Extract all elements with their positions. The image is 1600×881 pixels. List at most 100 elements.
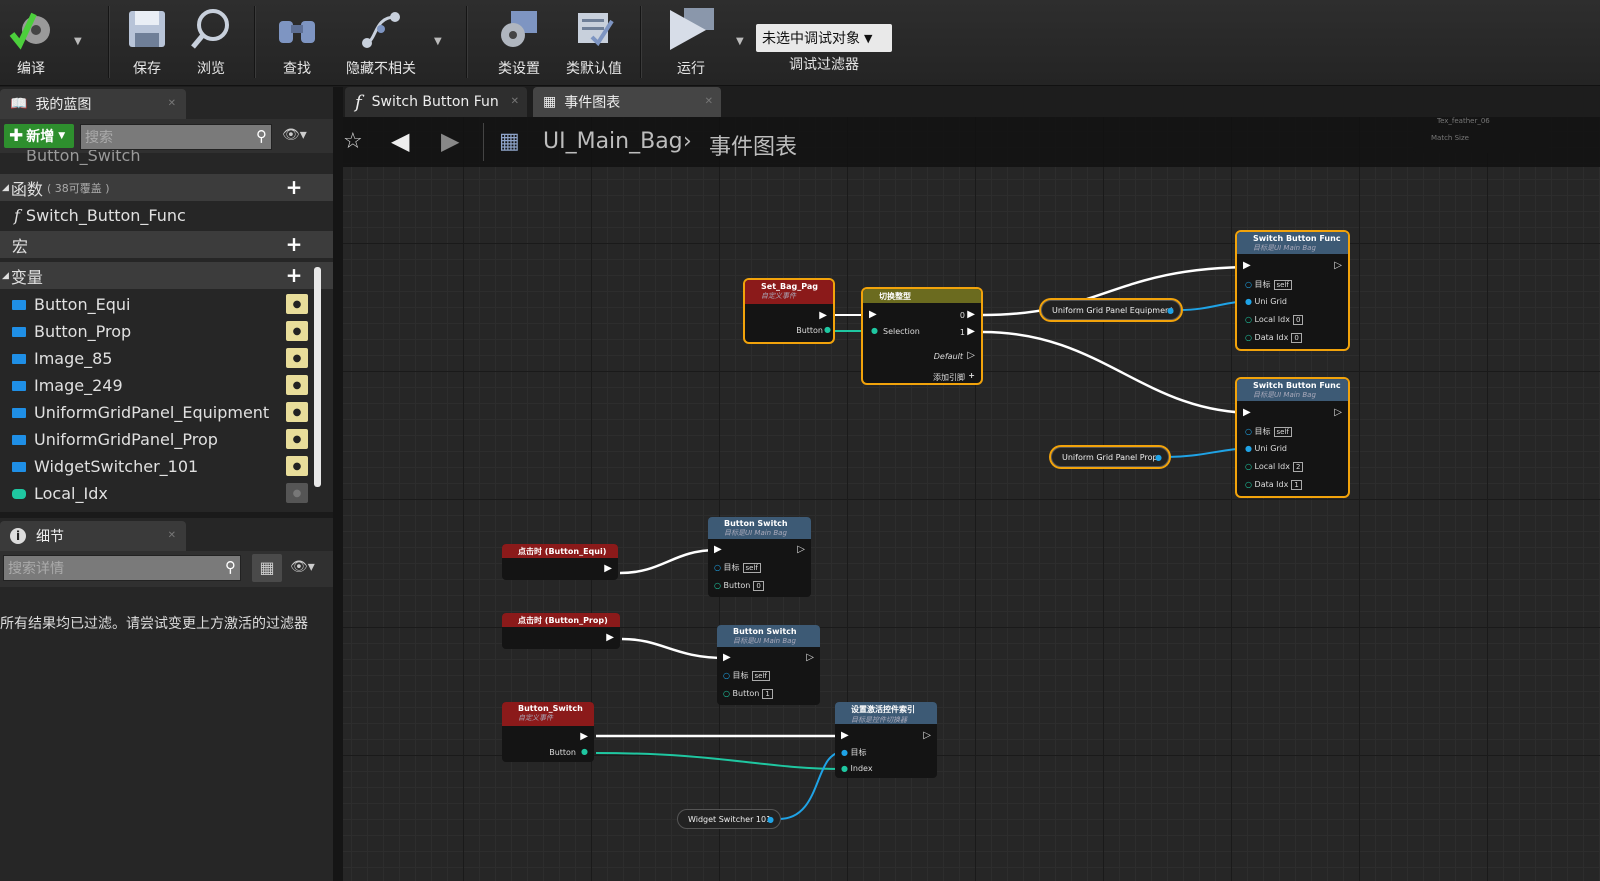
object-pin-icon[interactable]: ● xyxy=(841,748,848,757)
details-search-input[interactable]: 搜索详情 ⚲ xyxy=(3,555,241,581)
debug-object-select[interactable]: 未选中调试对象▼ xyxy=(756,24,892,52)
int-pin-icon[interactable]: ● xyxy=(841,764,848,773)
close-icon[interactable]: ✕ xyxy=(167,98,176,109)
tab-details[interactable]: i 细节 ✕ xyxy=(0,521,186,551)
exec-in-pin-icon[interactable]: ▶ xyxy=(714,544,722,555)
switch-on-int-node[interactable]: 切换整型 ▶ ● Selection 0 ▶ 1 ▶ Default ▷ 添加引… xyxy=(863,289,981,383)
find-button[interactable]: 查找 xyxy=(272,4,322,80)
add-function-button[interactable]: + xyxy=(285,175,303,199)
variable-item[interactable]: WidgetSwitcher_101● xyxy=(0,453,333,480)
exec-in-pin-icon[interactable]: ▶ xyxy=(723,652,731,663)
int-pin-icon[interactable]: ○ xyxy=(714,581,721,590)
exec-out-pin-icon[interactable]: ▶ xyxy=(819,310,827,321)
variable-item[interactable]: Image_85● xyxy=(0,345,333,372)
run-button[interactable]: 运行 xyxy=(666,4,716,80)
variable-node-widget-switcher[interactable]: Widget Switcher 101● xyxy=(677,809,781,829)
add-macro-button[interactable]: + xyxy=(285,232,303,256)
save-button[interactable]: 保存 xyxy=(122,4,172,80)
exec-out-pin-icon[interactable]: ▶ xyxy=(967,326,975,337)
eye-visibility-icon[interactable]: ● xyxy=(286,483,308,503)
exec-out-pin-icon[interactable]: ▷ xyxy=(797,544,805,555)
function-node-set-active-widget-index[interactable]: 设置激活控件索引目标是控件切换器 ▶ ▷ ● 目标 ● Index xyxy=(835,702,937,778)
exec-in-pin-icon[interactable]: ▶ xyxy=(869,309,877,320)
eye-visibility-icon[interactable]: ● xyxy=(286,456,308,476)
tab-event-graph[interactable]: ▦ 事件图表 ✕ xyxy=(533,87,721,117)
eye-visibility-icon[interactable]: ● xyxy=(286,348,308,368)
browse-button[interactable]: 浏览 xyxy=(186,4,236,80)
add-new-button[interactable]: ✚ 新增 ▼ xyxy=(4,124,74,148)
object-pin-icon[interactable]: ● xyxy=(1155,452,1162,462)
int-pin-icon[interactable]: ● xyxy=(824,325,831,334)
hide-unrelated-button[interactable]: 隐藏不相关 xyxy=(346,4,416,80)
eye-visibility-icon[interactable]: ● xyxy=(286,321,308,341)
partial-node-offscreen[interactable]: Tex_feather_06 Match Size xyxy=(1413,117,1549,153)
object-pin-icon[interactable]: ● xyxy=(767,814,774,824)
int-pin-icon[interactable]: ○ xyxy=(1245,462,1252,471)
object-pin-icon[interactable]: ○ xyxy=(1245,427,1252,436)
int-pin-icon[interactable]: ○ xyxy=(1245,333,1252,342)
event-node-click-equi[interactable]: 点击时 (Button_Equi) ▶ xyxy=(502,544,618,580)
add-pin-icon[interactable]: + xyxy=(968,371,975,380)
hide-unrelated-dropdown-icon[interactable]: ▼ xyxy=(434,36,442,47)
object-pin-icon[interactable]: ○ xyxy=(714,563,721,572)
add-variable-button[interactable]: + xyxy=(285,263,303,287)
exec-out-pin-icon[interactable]: ▶ xyxy=(606,632,614,643)
int-pin-icon[interactable]: ● xyxy=(581,747,588,756)
function-item[interactable]: f Switch_Button_Func xyxy=(14,206,186,225)
object-pin-icon[interactable]: ● xyxy=(1167,305,1174,315)
category-macros[interactable]: 宏 + xyxy=(0,231,333,258)
variable-item[interactable]: Image_249● xyxy=(0,372,333,399)
exec-in-pin-icon[interactable]: ▶ xyxy=(841,730,849,741)
exec-out-pin-icon[interactable]: ▶ xyxy=(580,731,588,742)
scrollbar[interactable] xyxy=(314,267,321,487)
variable-item[interactable]: UniformGridPanel_Equipment● xyxy=(0,399,333,426)
exec-out-pin-icon[interactable]: ▷ xyxy=(1334,260,1342,271)
variable-node-prop[interactable]: Uniform Grid Panel Prop● xyxy=(1051,447,1169,467)
eye-visibility-icon[interactable]: ● xyxy=(286,402,308,422)
panel-splitter[interactable] xyxy=(333,87,343,881)
variable-item[interactable]: Local_Idx● xyxy=(0,480,333,507)
class-defaults-button[interactable]: 类默认值 xyxy=(566,4,622,80)
back-arrow-icon[interactable]: ◀ xyxy=(391,127,410,155)
variable-item[interactable]: Button_Prop● xyxy=(0,318,333,345)
eye-visibility-icon[interactable]: 👁▾ xyxy=(290,559,315,575)
close-icon[interactable]: ✕ xyxy=(167,530,176,541)
blueprint-search-input[interactable]: 搜索 ⚲ xyxy=(80,124,272,150)
eye-visibility-icon[interactable]: ● xyxy=(286,429,308,449)
category-variables[interactable]: ◢ 变量 + xyxy=(0,262,333,289)
event-node-click-prop[interactable]: 点击时 (Button_Prop) ▶ xyxy=(502,613,620,649)
variable-item[interactable]: UniformGridPanel_Prop● xyxy=(0,426,333,453)
object-pin-icon[interactable]: ○ xyxy=(1245,280,1252,289)
close-icon[interactable]: ✕ xyxy=(510,96,519,107)
exec-out-pin-icon[interactable]: ▶ xyxy=(967,309,975,320)
eye-visibility-icon[interactable]: 👁▾ xyxy=(282,127,307,143)
breadcrumb-root[interactable]: UI_Main_Bag xyxy=(543,129,683,154)
tab-my-blueprint[interactable]: 📖 我的蓝图 ✕ xyxy=(0,89,186,119)
star-icon[interactable]: ☆ xyxy=(343,129,363,154)
variable-node-equipment[interactable]: Uniform Grid Panel Equipment● xyxy=(1041,300,1181,320)
variable-item[interactable]: Button_Equi● xyxy=(0,291,333,318)
exec-out-pin-icon[interactable]: ▶ xyxy=(604,563,612,574)
exec-out-pin-icon[interactable]: ▷ xyxy=(806,652,814,663)
int-pin-icon[interactable]: ● xyxy=(871,326,878,335)
int-pin-icon[interactable]: ○ xyxy=(1245,480,1252,489)
compile-button[interactable]: 编译 xyxy=(6,4,56,80)
int-pin-icon[interactable]: ○ xyxy=(1245,315,1252,324)
property-matrix-icon[interactable]: ▦ xyxy=(252,554,282,582)
object-pin-icon[interactable]: ● xyxy=(1245,297,1252,306)
compile-dropdown-icon[interactable]: ▼ xyxy=(74,36,82,47)
exec-out-pin-icon[interactable]: ▷ xyxy=(1334,407,1342,418)
object-pin-icon[interactable]: ● xyxy=(1245,444,1252,453)
run-dropdown-icon[interactable]: ▼ xyxy=(736,36,744,47)
tab-switch-button-func[interactable]: f Switch Button Fun ✕ xyxy=(345,87,527,117)
int-pin-icon[interactable]: ○ xyxy=(723,689,730,698)
panel-splitter[interactable] xyxy=(0,512,333,518)
exec-in-pin-icon[interactable]: ▶ xyxy=(1243,407,1251,418)
eye-visibility-icon[interactable]: ● xyxy=(286,294,308,314)
